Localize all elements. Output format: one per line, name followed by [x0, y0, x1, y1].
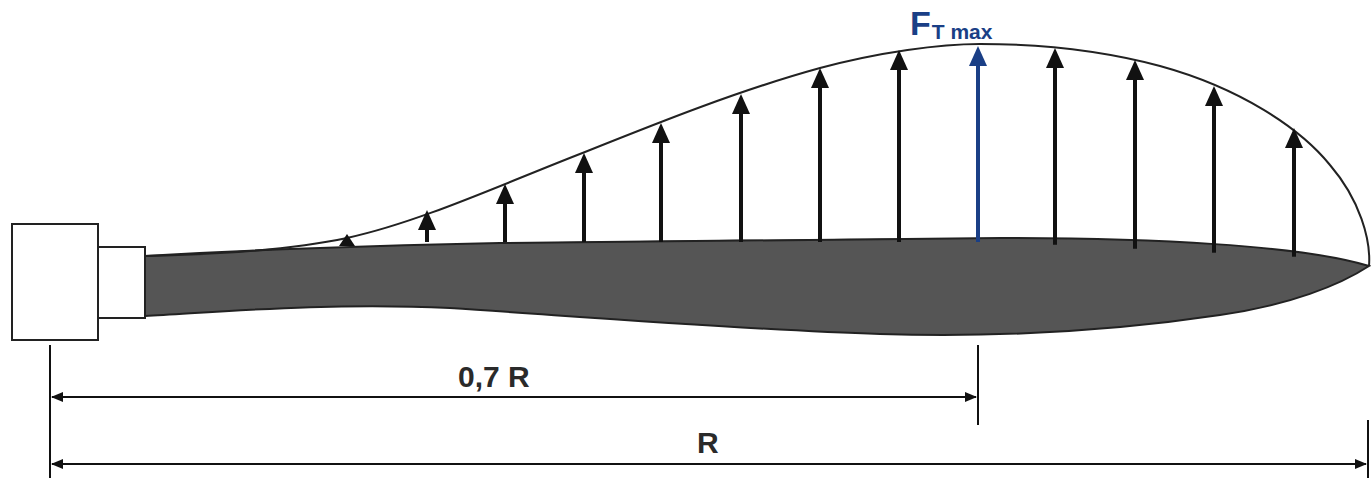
blade	[145, 238, 1369, 335]
hub-shaft	[98, 247, 145, 318]
load-arrow-head	[732, 94, 750, 114]
load-arrow-shaft	[1053, 67, 1057, 245]
dimension-line	[52, 396, 976, 398]
extension-line	[1367, 420, 1369, 478]
force-symbol: F	[910, 6, 931, 40]
load-arrow-head	[1205, 86, 1223, 106]
load-arrows	[339, 46, 1303, 257]
load-arrow-shaft	[976, 65, 980, 242]
dimension-label: 0,7 R	[458, 362, 530, 392]
load-arrow-head	[496, 184, 514, 204]
load-arrow-shaft	[659, 142, 663, 242]
extension-line	[49, 345, 51, 478]
dimension-label: R	[697, 428, 719, 458]
load-arrow-head	[1285, 128, 1303, 148]
load-arrow-head	[890, 50, 908, 70]
dimension-line	[52, 463, 1366, 465]
load-arrow-shaft	[1212, 105, 1216, 253]
load-arrow-shaft	[1133, 79, 1137, 249]
load-arrow-head	[1046, 48, 1064, 68]
load-envelope	[145, 44, 1369, 266]
load-arrow-shaft	[739, 113, 743, 242]
load-arrow-shaft	[897, 69, 901, 242]
load-arrow-head	[1126, 60, 1144, 80]
load-arrow-shaft	[1292, 147, 1296, 257]
load-arrow-head	[811, 68, 829, 88]
load-arrow-head	[652, 123, 670, 143]
load-arrow-shaft	[503, 203, 507, 242]
load-arrow-shaft	[818, 87, 822, 242]
load-arrow-head	[575, 153, 593, 173]
hub-block	[12, 224, 98, 340]
load-arrow-shaft	[425, 229, 429, 242]
load-arrow-head	[339, 234, 355, 246]
force-subscript: T max	[932, 21, 993, 42]
load-arrow-head	[418, 210, 436, 230]
load-arrow-shaft	[582, 172, 586, 242]
load-arrow-head	[969, 46, 987, 66]
extension-line	[977, 345, 979, 425]
